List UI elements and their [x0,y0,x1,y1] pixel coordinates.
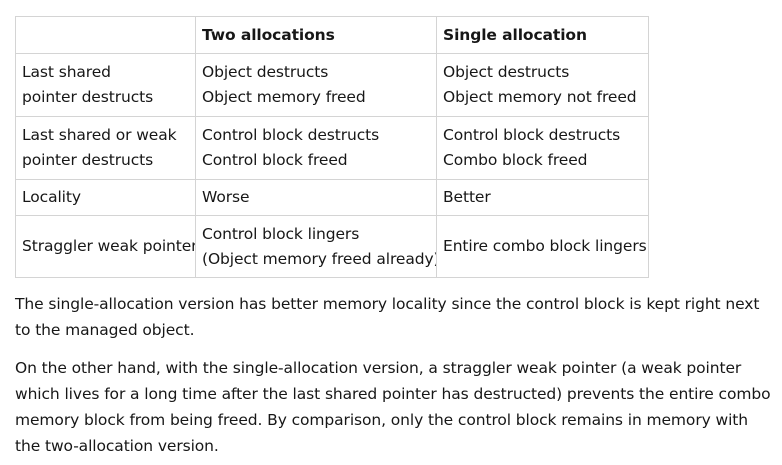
cell-line: Control block freed [202,151,348,169]
cell-line: Object destructs [443,63,570,81]
two-allocations-cell: Control block destructs Control block fr… [195,116,437,180]
table-row: Last shared or weak pointer destructs Co… [15,116,649,180]
row-label-line: Last shared [22,63,111,81]
cell-line: Combo block freed [443,151,588,169]
table-row: Straggler weak pointer Control block lin… [15,215,649,278]
cell-line: (Object memory freed already) [202,249,437,268]
cell-line: Object destructs [202,63,329,81]
cell-line: Worse [202,188,250,206]
two-allocations-cell: Object destructs Object memory freed [195,53,437,117]
cell-line: Better [443,188,491,206]
table-header-empty [15,16,196,54]
table-header-two-allocations: Two allocations [195,16,437,54]
table-header-single-allocation: Single allocation [436,16,649,54]
two-allocations-cell: Worse [195,179,437,216]
row-label-cell: Straggler weak pointer [15,215,196,278]
two-allocations-cell: Control block lingers (Object memory fre… [195,215,437,278]
cell-line: Entire combo block lingers [443,237,647,255]
cell-line: Control block destructs [443,126,621,144]
single-allocation-cell: Better [436,179,649,216]
table-row: Last shared pointer destructs Object des… [15,53,649,117]
paragraph-straggler: On the other hand, with the single-alloc… [15,359,771,455]
single-allocation-cell: Entire combo block lingers [436,215,649,278]
table-row: Locality Worse Better [15,179,649,216]
single-allocation-cell: Control block destructs Combo block free… [436,116,649,180]
cell-line: Control block destructs [202,126,380,144]
comparison-table: Two allocations Single allocation Last s… [15,16,649,278]
single-allocation-cell: Object destructs Object memory not freed [436,53,649,117]
row-label-line: Last shared or weak [22,126,177,144]
cell-line: Control block lingers [202,224,360,243]
row-label-cell: Locality [15,179,196,216]
cell-line: Object memory freed [202,88,366,106]
table-header-row: Two allocations Single allocation [15,16,649,54]
row-label-cell: Last shared pointer destructs [15,53,196,117]
row-label-line: pointer destructs [22,151,154,169]
cell-line: Object memory not freed [443,88,637,106]
row-label-line: Straggler weak pointer [22,237,196,255]
row-label-line: Locality [22,188,81,206]
paragraph-locality: The single-allocation version has better… [15,295,760,339]
row-label-line: pointer destructs [22,88,154,106]
row-label-cell: Last shared or weak pointer destructs [15,116,196,180]
